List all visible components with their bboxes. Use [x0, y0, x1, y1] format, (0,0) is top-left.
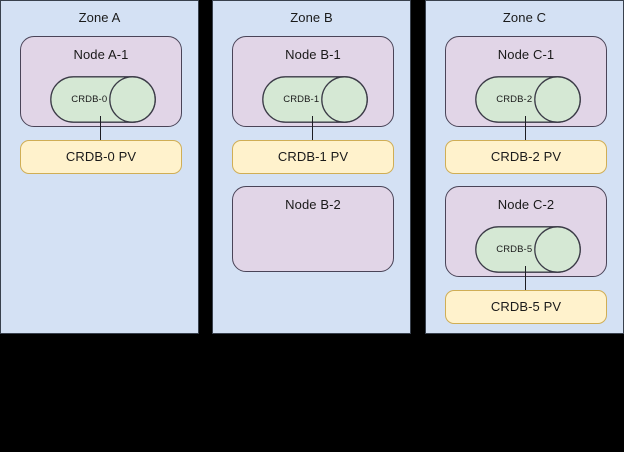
- connector-node-b-1-to-crdb-1-pv: [312, 116, 313, 141]
- zone-b: Zone B Node B-1 CRDB-1 CRDB-1 PV Node B-…: [212, 0, 411, 334]
- pv-crdb-0: CRDB-0 PV: [20, 140, 182, 174]
- zone-b-title: Zone B: [290, 10, 333, 25]
- zone-c-title: Zone C: [502, 10, 547, 25]
- node-b-2-title: Node B-2: [285, 197, 341, 212]
- pv-crdb-1-label: CRDB-1 PV: [277, 149, 349, 164]
- database-cylinder-crdb-5: CRDB-5: [475, 226, 581, 273]
- zone-a: Zone A Node A-1 CRDB-0 CRDB-0 PV: [0, 0, 199, 334]
- node-c-1: Node C-1 CRDB-2: [445, 36, 607, 127]
- node-b-1-title: Node B-1: [285, 47, 341, 62]
- node-a-1-title: Node A-1: [73, 47, 129, 62]
- database-label-crdb-1: CRDB-1: [283, 93, 320, 105]
- node-c-1-title: Node C-1: [497, 47, 555, 62]
- node-b-2: Node B-2: [232, 186, 394, 272]
- pv-crdb-0-label: CRDB-0 PV: [65, 149, 137, 164]
- database-label-crdb-0: CRDB-0: [71, 93, 108, 105]
- database-label-crdb-2: CRDB-2: [496, 93, 533, 105]
- zone-a-title: Zone A: [78, 10, 121, 25]
- node-c-2: Node C-2 CRDB-5: [445, 186, 607, 277]
- pv-crdb-1: CRDB-1 PV: [232, 140, 394, 174]
- node-b-1: Node B-1 CRDB-1: [232, 36, 394, 127]
- database-cylinder-crdb-1: CRDB-1: [262, 76, 368, 123]
- node-c-2-title: Node C-2: [497, 197, 555, 212]
- node-a-1: Node A-1 CRDB-0: [20, 36, 182, 127]
- pv-crdb-5-label: CRDB-5 PV: [490, 299, 562, 314]
- zone-c: Zone C Node C-1 CRDB-2 CRDB-2 PV Node C-…: [425, 0, 624, 334]
- connector-node-c-2-to-crdb-5-pv: [525, 266, 526, 291]
- pv-crdb-5: CRDB-5 PV: [445, 290, 607, 324]
- database-cylinder-crdb-2: CRDB-2: [475, 76, 581, 123]
- pv-crdb-2: CRDB-2 PV: [445, 140, 607, 174]
- pv-crdb-2-label: CRDB-2 PV: [490, 149, 562, 164]
- database-cylinder-crdb-0: CRDB-0: [50, 76, 156, 123]
- connector-node-a-1-to-crdb-0-pv: [100, 116, 101, 141]
- database-label-crdb-5: CRDB-5: [496, 243, 533, 255]
- connector-node-c-1-to-crdb-2-pv: [525, 116, 526, 141]
